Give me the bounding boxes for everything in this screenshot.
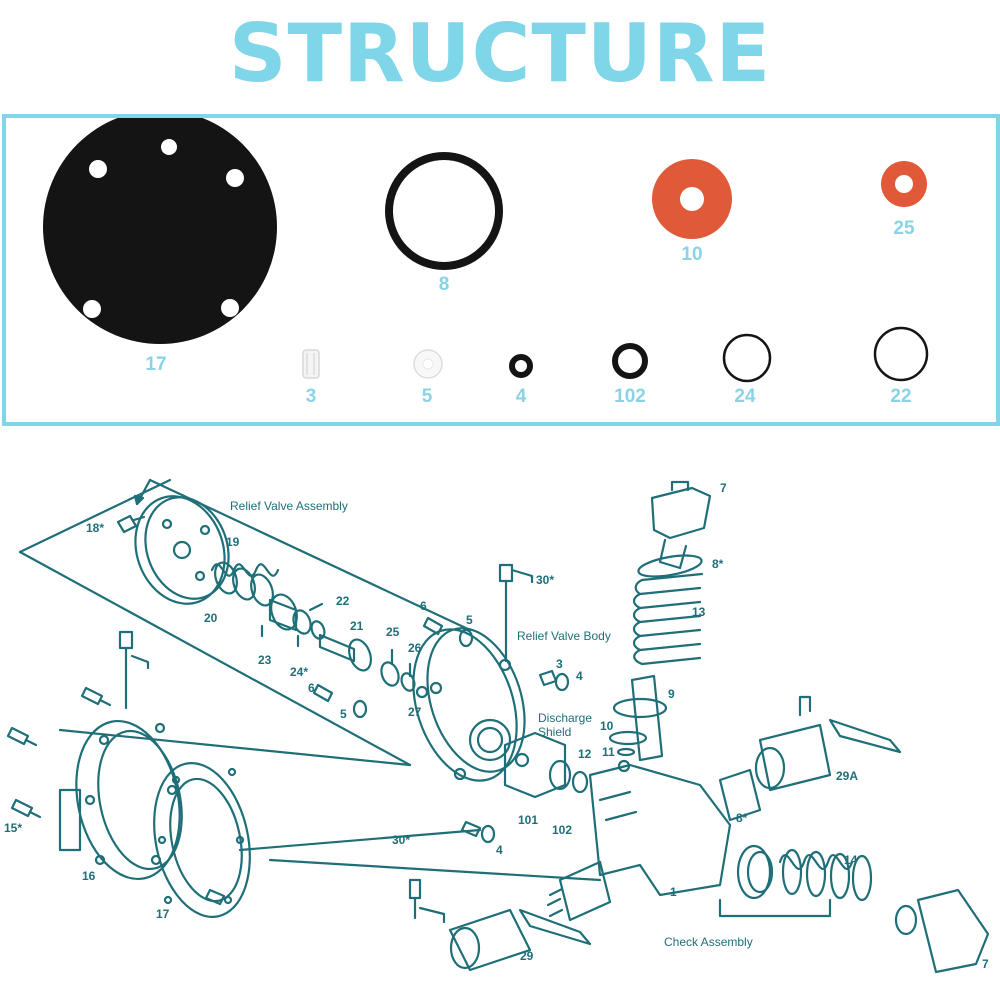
callout-22: 22 [336,594,350,608]
part-label-4: 4 [515,386,527,407]
part-8-o-ring [385,152,503,270]
callout-12: 12 [578,747,592,761]
callout-13: 13 [692,605,706,619]
callout-101: 101 [518,813,538,827]
callout-20: 20 [204,611,218,625]
part-3-clear-sleeve [302,349,320,379]
callout-6-upper: 6 [420,599,427,613]
callout-9: 9 [668,687,675,701]
callout-5-lower: 5 [340,707,347,721]
callout-19: 19 [226,535,240,549]
callout-18: 18* [86,521,104,535]
callout-17: 17 [156,907,170,921]
callout-3: 3 [556,657,563,671]
callout-30-upper: 30* [536,573,554,587]
callout-5-upper: 5 [466,613,473,627]
part-label-102: 102 [614,386,646,407]
part-label-10: 10 [681,244,703,265]
callout-7-bottom: 7 [982,957,989,971]
annotation-discharge-shield-1: Discharge [538,711,592,725]
part-102-thick-o-ring [612,343,648,379]
part-label-8: 8 [438,274,450,295]
parts-panel: 17 8 10 25 3 5 4 102 24 22 [2,114,1000,426]
annotation-check-assembly: Check Assembly [664,935,753,949]
callout-7-top: 7 [720,481,727,495]
callout-4-lower: 4 [496,843,503,857]
part-22-o-ring [873,326,929,382]
page-title: STRUCTURE [228,7,772,100]
callout-27: 27 [408,705,422,719]
annotation-relief-valve-assembly: Relief Valve Assembly [230,499,348,513]
callout-30-lower: 30* [392,833,410,847]
callout-8-lower: 8* [736,811,748,825]
part-24-o-ring [722,333,772,383]
part-label-25: 25 [893,218,915,239]
part-17-diaphragm-gasket [43,118,277,344]
callout-26: 26 [408,641,422,655]
callout-24: 24* [290,665,308,679]
callout-16: 16 [82,869,96,883]
callout-11: 11 [602,745,615,759]
callout-29a: 29A [836,769,858,783]
part-4-thick-o-ring [509,354,533,378]
part-label-22: 22 [890,386,912,407]
callout-8-upper: 8* [712,557,724,571]
part-label-5: 5 [421,386,433,407]
callout-14: 14 [844,853,858,867]
callout-10: 10 [600,719,614,733]
part-label-17: 17 [145,354,167,375]
callout-4-upper: 4 [576,669,583,683]
parts-illustration [43,118,929,383]
callout-6-lower: 6 [308,681,315,695]
callout-23: 23 [258,653,272,667]
exploded-diagram: Relief Valve Assembly Relief Valve Body … [4,478,990,974]
callout-25: 25 [386,625,400,639]
callout-29: 29 [520,949,534,963]
annotation-discharge-shield-2: Shield [538,725,571,739]
part-label-3: 3 [305,386,317,407]
callout-102: 102 [552,823,572,837]
callout-15: 15* [4,821,22,835]
part-10-red-washer [652,159,732,239]
callout-1: 1 [670,885,677,899]
part-25-red-washer [881,161,927,207]
part-5-white-washer [413,349,443,379]
part-label-24: 24 [734,386,756,407]
callout-21: 21 [350,619,364,633]
annotation-relief-valve-body: Relief Valve Body [517,629,611,643]
